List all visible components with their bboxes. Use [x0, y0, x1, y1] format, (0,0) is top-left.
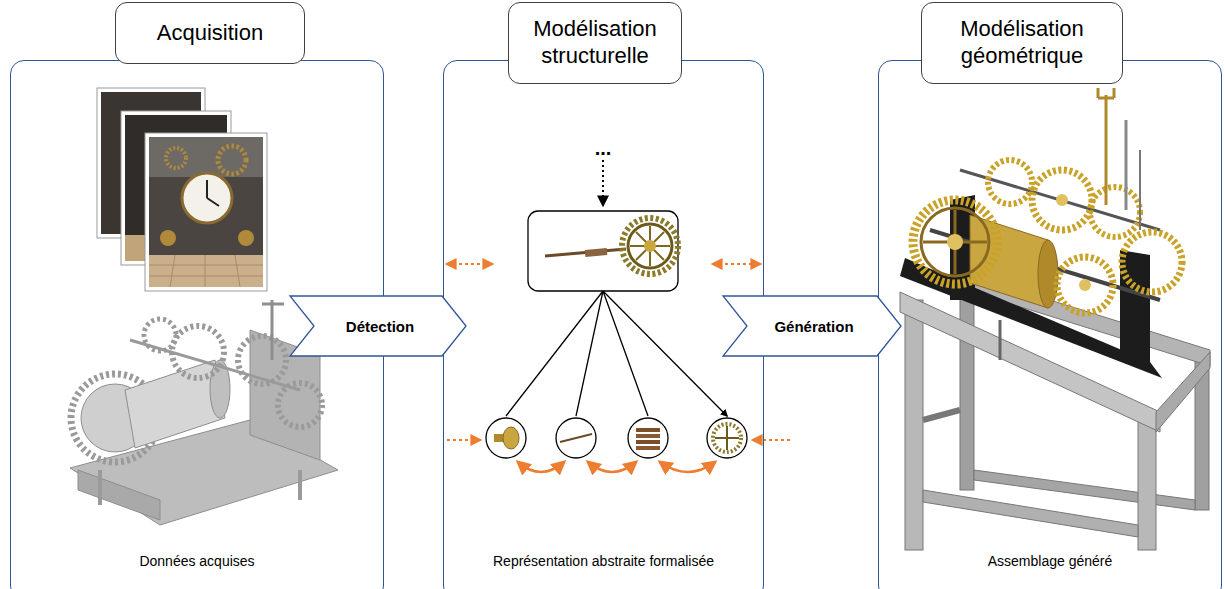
step-label: Détection — [346, 318, 414, 335]
panel-caption: Représentation abstraite formalisée — [493, 553, 714, 569]
step-arrow: Détection — [290, 296, 466, 356]
stage-header: Modélisation géométrique — [921, 2, 1123, 84]
photo-stack — [97, 88, 267, 291]
header-title: Modélisation structurelle — [519, 16, 671, 70]
panel-caption: Assemblage généré — [988, 553, 1113, 569]
stage-panel: Assemblage généré — [878, 60, 1222, 589]
step-arrow: Génération — [723, 296, 901, 356]
step-label: Génération — [774, 318, 853, 335]
panel-caption: Données acquises — [139, 553, 254, 569]
header-title: Modélisation géométrique — [932, 16, 1112, 70]
ellipsis-label: ... — [595, 138, 612, 158]
stage-header: Modélisation structurelle — [508, 2, 682, 84]
header-title: Acquisition — [157, 20, 263, 47]
clock-model — [900, 88, 1210, 550]
point-cloud — [70, 300, 338, 525]
stage-header: Acquisition — [115, 2, 305, 64]
